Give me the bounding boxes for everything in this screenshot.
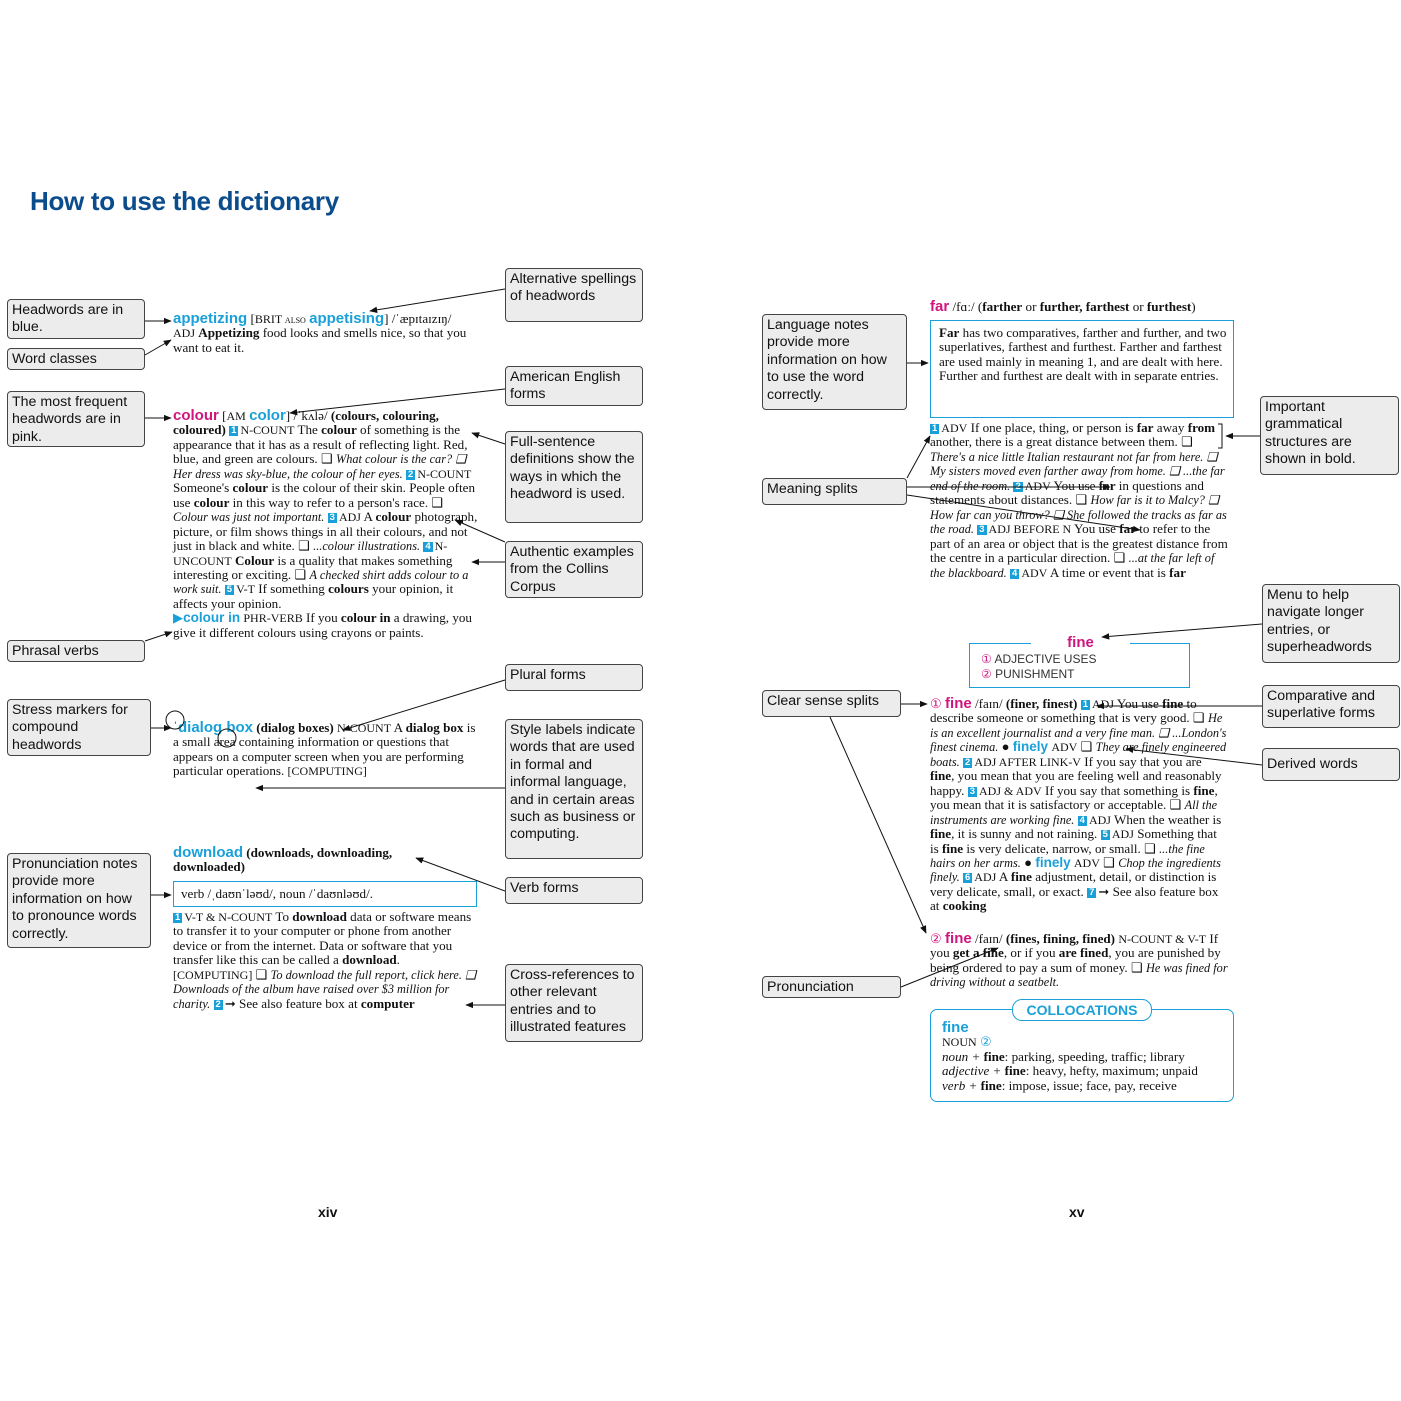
callout-meaning-splits: Meaning splits (762, 478, 907, 505)
entry-dialog-box: ˈdialog box (dialog boxes) N-COUNT A dia… (173, 719, 476, 779)
arrow-clear-sense-2 (829, 716, 927, 934)
entry-fine-2: ② fine /faɪn/ (fines, fining, fined) N-C… (930, 930, 1228, 990)
callout-american-forms: American English forms (505, 366, 643, 406)
callout-authentic: Authentic examples from the Collins Corp… (505, 541, 643, 598)
callout-alt-spellings: Alternative spellings of headwords (505, 268, 643, 322)
stress-marker-circle-1 (165, 710, 185, 730)
entry-appetizing: appetizing [BRIT also appetising] /ˈæpɪt… (173, 310, 467, 355)
arrow-authentic-1 (454, 519, 506, 543)
arrow-full-sentence (471, 432, 506, 445)
superheadword-menu (969, 643, 1190, 688)
arrow-alt-spellings (369, 288, 506, 314)
callout-full-sentence: Full-sentence definitions show the ways … (505, 431, 643, 523)
arrow-word-classes (144, 339, 172, 356)
headword: fine (945, 695, 972, 712)
entry-colour: colour [AM color] /ˈkʌlə/ (colours, colo… (173, 407, 478, 640)
headword: colour (173, 407, 219, 424)
menu-title: fine (1067, 634, 1094, 651)
arrow-verb-forms (415, 857, 506, 892)
callout-plural-forms: Plural forms (505, 664, 643, 691)
callout-menu-help: Menu to help navigate longer entries, or… (1262, 584, 1400, 663)
callout-grammatical: Important grammatical structures are sho… (1260, 396, 1399, 475)
callout-cross-refs: Cross-references to other relevant entri… (505, 964, 643, 1042)
callout-phrasal-verbs: Phrasal verbs (7, 640, 145, 662)
callout-derived: Derived words (1262, 748, 1400, 781)
headword: appetizing (173, 310, 248, 327)
arrow-derived (1125, 746, 1263, 766)
headword: far (930, 298, 950, 315)
menu-top-border-right (1130, 643, 1190, 644)
headword: fine (945, 930, 972, 947)
grammar-bracket (1218, 423, 1223, 449)
menu-top-border-left (969, 643, 1031, 644)
callout-clear-sense: Clear sense splits (762, 690, 901, 717)
callout-language-notes: Language notes provide more information … (762, 314, 907, 410)
callout-word-classes: Word classes (7, 348, 145, 370)
stress-marker-circle-2 (217, 728, 237, 748)
arrow-meaning-1 (906, 435, 931, 479)
page-title: How to use the dictionary (30, 186, 339, 216)
language-note-box (930, 320, 1234, 418)
headword: download (173, 844, 243, 861)
arrow-pronunciation (900, 947, 999, 988)
arrow-plural (342, 679, 506, 731)
callout-verb-forms: Verb forms (505, 877, 643, 904)
callout-pronunciation-notes: Pronunciation notes provide more informa… (7, 853, 151, 948)
entry-far-head: far /fɑː/ (farther or further, farthest … (930, 298, 1196, 315)
collocations-label: COLLOCATIONS (1012, 999, 1152, 1021)
arrow-phrasal (144, 631, 173, 642)
page-number-left: xiv (318, 1204, 338, 1220)
callout-frequent-pink: The most frequent headwords are in pink. (7, 391, 145, 447)
arrow-menu (1101, 623, 1263, 640)
language-note: Far has two comparatives, farther and fu… (939, 325, 1227, 384)
page-number-right: xv (1069, 1204, 1085, 1220)
arrow-american (289, 388, 506, 416)
callout-pronunciation: Pronunciation (762, 976, 901, 998)
menu-item-adjective-uses[interactable]: ① ADJECTIVE USES (981, 652, 1097, 666)
callout-stress-markers: Stress markers for compound headwords (7, 699, 151, 756)
entry-download-head: download (downloads, downloading, downlo… (173, 844, 393, 875)
menu-item-punishment[interactable]: ② PUNISHMENT (981, 667, 1075, 681)
pronunciation-note: verb /ˌdaʊnˈləʊd/, noun /ˈdaʊnləʊd/. (181, 886, 374, 901)
callout-style-labels: Style labels indicate words that are use… (505, 719, 643, 859)
callout-headwords-blue: Headwords are in blue. (7, 299, 145, 339)
collocations-content: fine NOUN ② noun + fine: parking, speedi… (942, 1019, 1198, 1093)
callout-comparative: Comparative and superlative forms (1262, 685, 1400, 728)
pronunciation-note-box (173, 881, 477, 907)
arrow-meaning-3 (906, 494, 1141, 533)
